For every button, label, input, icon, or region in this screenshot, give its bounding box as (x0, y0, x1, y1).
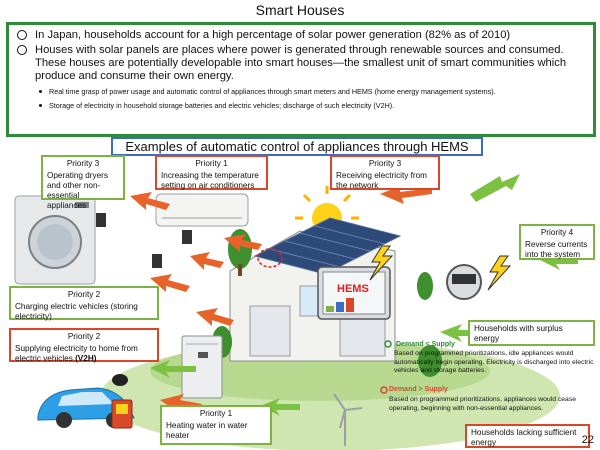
priority-box-v2h: Priority 2 Supplying electricity to home… (9, 328, 159, 363)
house-icon (229, 217, 402, 362)
demand-greater-label: Demand > Supply (389, 386, 448, 393)
legend-red-circle-icon (380, 386, 388, 394)
page-title: Smart Houses (255, 2, 345, 18)
highlight-circle (257, 248, 283, 268)
bullet-dot-icon (39, 103, 42, 107)
priority-label: Priority 1 (199, 409, 233, 418)
priority-description: Operating dryers and other non-essential… (47, 171, 108, 210)
hems-monitor-icon (317, 266, 391, 320)
bullet-item: In Japan, households account for a high … (17, 29, 585, 42)
sub-bullet-item: Storage of electricity in household stor… (39, 101, 585, 111)
section-subtitle: Examples of automatic control of applian… (111, 137, 483, 156)
bullet-circle-icon (17, 45, 27, 55)
wind-turbine-icon (333, 393, 363, 446)
controller-icon (96, 213, 106, 227)
priority-description: Increasing the temperature setting on ai… (161, 171, 259, 190)
controller-icon (152, 254, 162, 268)
charger-plug-icon (112, 374, 128, 386)
bullet-item: Houses with solar panels are places wher… (17, 44, 585, 83)
priority-description: Supplying electricity to home from elect… (15, 344, 138, 363)
controller-icon (182, 230, 192, 244)
page-number: 22 (581, 434, 594, 446)
summary-box: In Japan, households account for a high … (6, 22, 596, 137)
priority-label: Priority 3 (66, 159, 100, 168)
charging-station-icon (111, 399, 133, 429)
priority-box-dryers: Priority 3 Operating dryers and other no… (41, 155, 125, 210)
priority-label: Priority 3 (368, 159, 402, 168)
sub-bullet-text: Storage of electricity in household stor… (49, 100, 395, 110)
priority-label: Priority 1 (195, 159, 228, 168)
bullet-dot-icon (39, 90, 42, 93)
bullet-text: Houses with solar panels are places wher… (35, 44, 567, 82)
priority-label: Priority 4 (540, 228, 574, 237)
priority-box-network: Priority 3 Receiving electricity from th… (330, 155, 440, 190)
priority-label: Priority 2 (67, 290, 101, 299)
sub-bullet-text: Real time grasp of power usage and autom… (49, 87, 496, 96)
surplus-description: Households with surplus energy (474, 324, 563, 343)
orange-arrow-icon (130, 186, 432, 412)
priority-box-aircon: Priority 1 Increasing the temperature se… (155, 155, 268, 190)
bullet-circle-icon (17, 30, 27, 40)
washing-machine-icon (14, 195, 96, 285)
air-conditioner-icon (155, 193, 249, 227)
bullet-text: In Japan, households account for a high … (35, 29, 511, 41)
demand-less-description: Based on programmed prioritizations, idl… (394, 350, 594, 375)
demand-greater-description: Based on programmed prioritizations, app… (389, 396, 577, 412)
lightning-bolt-icon (487, 255, 512, 291)
priority-label: Priority 2 (67, 332, 101, 341)
priority-description: Reverse currents into the system (525, 240, 588, 259)
lacking-households-box: Households lacking sufficient energy (465, 424, 590, 448)
water-heater-icon (181, 335, 223, 399)
lightning-bolt-icon (369, 245, 394, 281)
smart-meter-icon (446, 264, 482, 300)
hems-label: HEMS (337, 283, 369, 295)
priority-box-water-heater: Priority 1 Heating water in water heater (160, 405, 272, 445)
priority-box-reverse: Priority 4 Reverse currents into the sys… (519, 224, 595, 260)
priority-box-ev-charge: Priority 2 Charging electric vehicles (s… (9, 286, 159, 321)
sub-bullet-item: Real time grasp of power usage and autom… (39, 87, 585, 97)
priority-description: Receiving electricity from the network (336, 171, 427, 190)
surplus-households-box: Households with surplus energy (468, 320, 595, 346)
legend-green-circle-icon (384, 340, 392, 348)
demand-less-label: Demand < Supply (396, 341, 455, 348)
priority-description: Heating water in water heater (166, 421, 248, 440)
priority-description: Charging electric vehicles (storing elec… (15, 302, 138, 321)
lacking-description: Households lacking sufficient energy (471, 428, 577, 447)
